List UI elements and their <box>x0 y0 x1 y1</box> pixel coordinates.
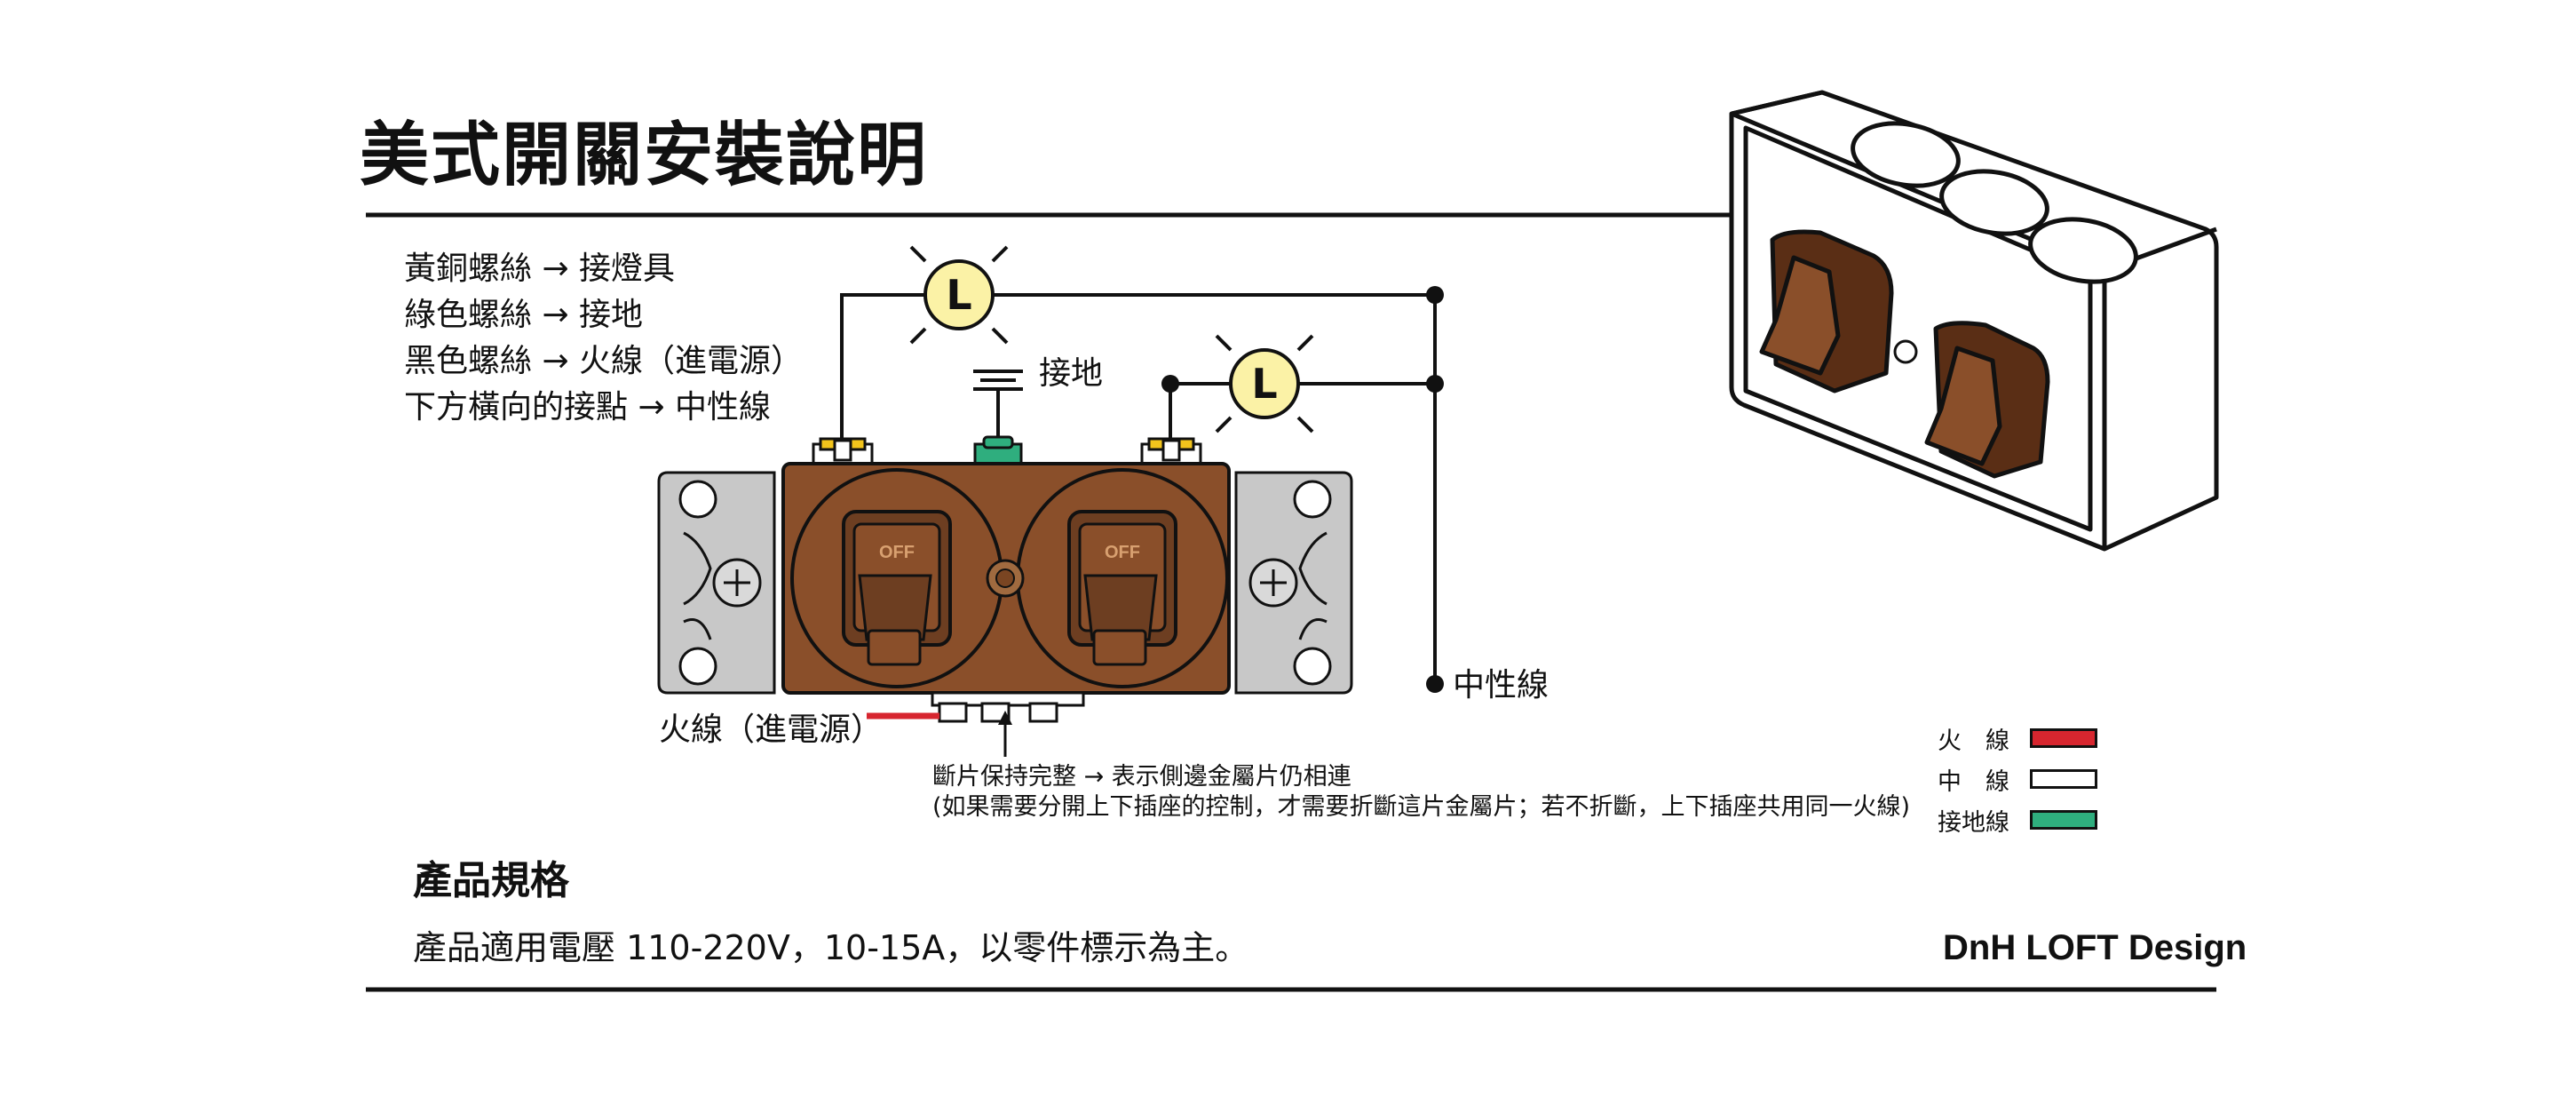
switch-right: OFF <box>1016 468 1229 688</box>
toggle-lever <box>858 574 932 641</box>
legend-swatch-ground <box>2030 810 2097 830</box>
lamp-letter: L <box>1251 360 1277 408</box>
note-green-screw: 綠色螺絲 → 接地 <box>404 297 644 333</box>
tab-note-line2: (如果需要分開上下插座的控制，才需要折斷這片金屬片；若不折斷，上下插座共用同一火… <box>932 793 1911 821</box>
ground-icon <box>973 370 1023 444</box>
legend-swatch-live <box>2030 728 2097 748</box>
neutral-label: 中性線 <box>1453 667 1550 704</box>
note-brass-screw: 黃銅螺絲 → 接燈具 <box>404 250 676 287</box>
spec-title: 產品規格 <box>413 858 569 903</box>
switch-left: OFF <box>790 468 1003 688</box>
legend-swatch-neutral <box>2030 769 2097 789</box>
spec-text: 產品適用電壓 110-220V，10-15A，以零件標示為主。 <box>413 928 1249 967</box>
legend-label-neutral: 中 線 <box>1938 768 2009 796</box>
junction-dot <box>1426 286 1444 304</box>
wall-box-illustration <box>1729 90 2219 552</box>
brand-name: DnH LOFT Design <box>1943 928 2247 967</box>
note-neutral-contact: 下方橫向的接點 → 中性線 <box>404 389 772 425</box>
legend-label-ground: 接地線 <box>1938 809 2009 837</box>
lamp-icon: L <box>1215 334 1314 433</box>
junction-dot <box>1161 375 1179 393</box>
page-title: 美式開關安裝說明 <box>360 115 929 195</box>
off-label: OFF <box>1105 543 1140 562</box>
note-black-screw: 黑色螺絲 → 火線（進電源） <box>404 343 804 379</box>
brass-screw-icon <box>1140 437 1202 465</box>
live-label: 火線（進電源） <box>659 712 884 748</box>
mounting-strap-right <box>1234 471 1353 695</box>
ground-label: 接地 <box>1039 355 1103 392</box>
wires <box>840 293 1437 684</box>
off-label: OFF <box>879 543 915 562</box>
toggle-lever <box>1083 574 1158 641</box>
lamp-icon: L <box>909 245 1009 345</box>
junction-dot <box>1426 375 1444 393</box>
green-ground-screw-icon <box>973 435 1023 465</box>
brass-screw-icon <box>812 437 874 465</box>
mounting-strap-left <box>657 471 776 695</box>
tab-note-line1: 斷片保持完整 → 表示側邊金屬片仍相連 <box>932 763 1351 791</box>
lamp-letter: L <box>946 271 971 319</box>
legend-label-live: 火 線 <box>1938 727 2009 755</box>
bottom-terminals <box>931 691 1085 723</box>
neutral-dot <box>1426 675 1444 693</box>
